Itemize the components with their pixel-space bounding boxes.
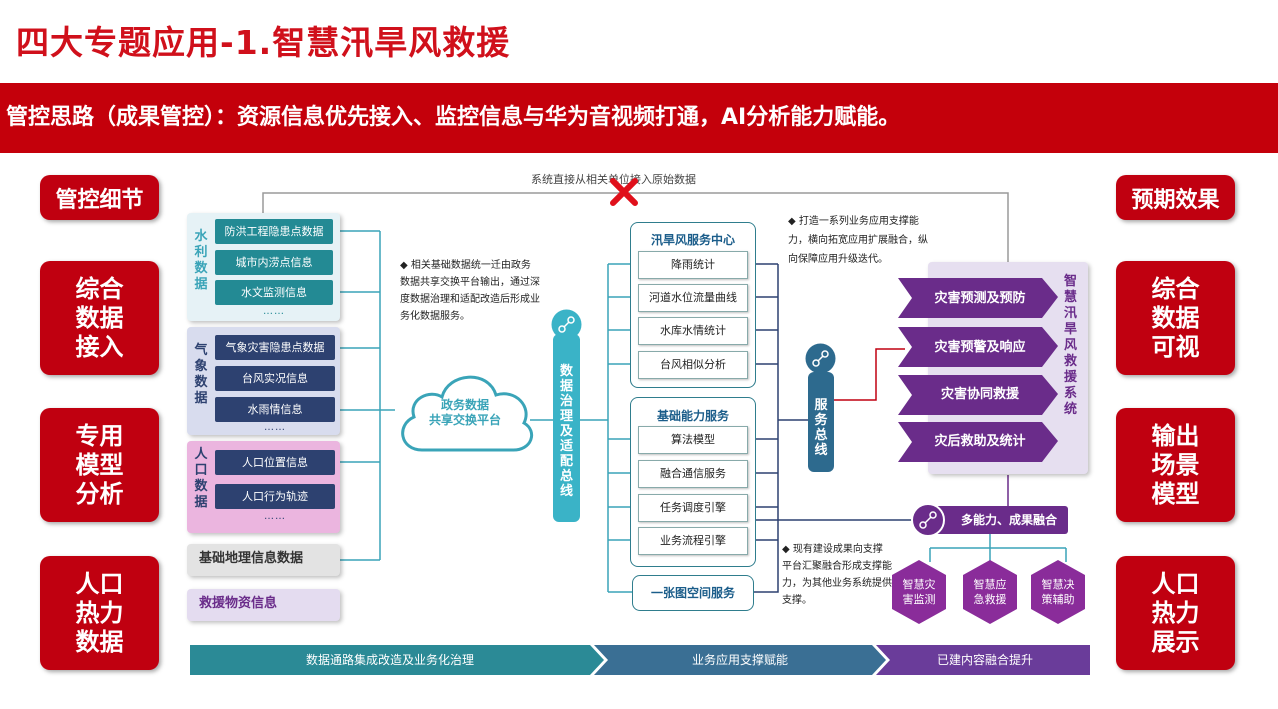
water-data-panel: 水利数据 防洪工程隐患点数据 城市内涝点信息 水文监测信息 …… [187, 213, 340, 321]
hex-item: 智慧应 急救援 [973, 578, 1007, 606]
phase-label: 已建内容融合提升 [936, 653, 1033, 667]
right-header: 预期效果 [1116, 175, 1235, 220]
source-item: 防洪工程隐患点数据 [215, 219, 333, 244]
service-item: 降雨统计 [638, 251, 748, 279]
data-governance-bus: 数据治理及适配总线 [551, 309, 582, 522]
hex-item: 智慧灾 害监测 [902, 578, 936, 606]
note-integration: ◆ 现有建设成果向支撑平台汇聚融合形成支撑能力，为其他业务系统提供支撑。 [782, 541, 892, 609]
source-item: 台风实况信息 [215, 366, 335, 391]
source-item: 人口行为轨迹 [215, 484, 335, 509]
phase-label: 数据通路集成改造及业务化治理 [305, 653, 474, 667]
weather-data-panel: 气象数据 气象灾害隐患点数据 台风实况信息 水雨情信息 …… [187, 327, 340, 435]
more-dots: …… [263, 306, 285, 317]
cloud-label-line1: 政务数据 [440, 398, 489, 412]
geo-data-box: 基础地理信息数据 [187, 544, 340, 576]
flood-service-center: 汛旱风服务中心 降雨统计 河道水位流量曲线 水库水情统计 台风相似分析 [630, 222, 756, 388]
service-header: 汛旱风服务中心 [650, 233, 735, 247]
population-data-label: 人口数据 [194, 447, 208, 510]
note-capability: ◆ 打造一系列业务应用支撑能力，横向拓宽应用扩展融合，纵向保障应用升级迭代。 [788, 212, 928, 269]
service-header: 基础能力服务 [656, 409, 729, 423]
application-arrows [898, 278, 1058, 462]
cross-icon [610, 178, 638, 206]
base-capability-service: 基础能力服务 算法模型 融合通信服务 任务调度引擎 业务流程引擎 [630, 397, 756, 567]
right-item-visual: 综合 数据 可视 [1116, 261, 1235, 375]
service-item: 算法模型 [638, 426, 748, 454]
source-item: 水雨情信息 [215, 397, 335, 422]
cloud-label-line2: 共享交换平台 [428, 413, 501, 427]
bus-label: 数据治理及适配总线 [559, 364, 573, 499]
more-dots: …… [264, 511, 286, 522]
hexagon-group [892, 560, 1085, 624]
weather-data-label: 气象数据 [194, 343, 208, 406]
source-item: 气象灾害隐患点数据 [215, 335, 335, 360]
service-bus: 服务总线 [805, 343, 836, 472]
service-item: 河道水位流量曲线 [638, 284, 748, 312]
note-text: 打造一系列业务应用支撑能力，横向拓宽应用扩展融合，纵向保障应用升级迭代。 [788, 216, 928, 265]
cloud-label: 政务数据 共享交换平台 [420, 398, 510, 428]
note-text: 相关基础数据统一迁由政务数据共享交换平台输出，通过深度数据治理和适配改造后形成业… [400, 260, 540, 322]
app-item: 灾后救助及统计 [934, 434, 1026, 449]
note-data-sharing: ◆ 相关基础数据统一迁由政务数据共享交换平台输出，通过深度数据治理和适配改造后形… [400, 257, 540, 325]
rescue-supplies-box: 救援物资信息 [187, 589, 340, 621]
cloud-icon [401, 375, 534, 452]
source-item: 城市内涝点信息 [215, 250, 333, 275]
hex-item: 智慧决 策辅助 [1041, 578, 1075, 606]
more-dots: …… [264, 422, 286, 433]
app-item: 灾害协同救援 [940, 387, 1019, 402]
service-item: 水库水情统计 [638, 317, 748, 345]
bullet-icon: ◆ [788, 216, 796, 227]
source-item: 水文监测信息 [215, 280, 333, 305]
left-item-population-data: 人口 热力 数据 [40, 556, 159, 670]
service-item: 业务流程引擎 [638, 527, 748, 555]
bullet-icon: ◆ [782, 544, 790, 555]
source-item: 人口位置信息 [215, 450, 335, 475]
left-item-model-analysis: 专用 模型 分析 [40, 408, 159, 522]
app-item: 灾害预测及预防 [934, 291, 1026, 306]
fusion-bar: 多能力、成果融合 [922, 506, 1068, 534]
app-item: 灾害预警及响应 [934, 340, 1026, 355]
page-title: 四大专题应用-1.智慧汛旱风救援 [16, 23, 511, 62]
service-item: 融合通信服务 [638, 460, 748, 488]
service-item: 台风相似分析 [638, 351, 748, 379]
bus-node-icon [551, 309, 582, 340]
map-service-box: 一张图空间服务 [632, 575, 754, 611]
right-item-population-display: 人口 热力 展示 [1116, 556, 1235, 670]
right-item-scene-model: 输出 场景 模型 [1116, 408, 1235, 522]
left-header: 管控细节 [40, 175, 159, 220]
system-label: 智慧汛旱风救援系统 [1064, 274, 1078, 417]
water-data-label: 水利数据 [194, 229, 208, 292]
bus-label: 服务总线 [814, 398, 828, 458]
bus-node-icon [805, 343, 836, 374]
population-data-panel: 人口数据 人口位置信息 人口行为轨迹 …… [187, 441, 340, 533]
service-item: 任务调度引擎 [638, 494, 748, 522]
fusion-node-icon [911, 503, 945, 537]
left-item-data-access: 综合 数据 接入 [40, 261, 159, 375]
banner: 管控思路（成果管控）：资源信息优先接入、监控信息与华为音视频打通，AI分析能力赋… [0, 83, 1278, 153]
fusion-label: 多能力、成果融合 [960, 513, 1057, 527]
bottom-chevrons [190, 645, 1090, 675]
bullet-icon: ◆ [400, 260, 408, 271]
phase-label: 业务应用支撑赋能 [691, 653, 788, 667]
note-text: 现有建设成果向支撑平台汇聚融合形成支撑能力，为其他业务系统提供支撑。 [782, 544, 892, 606]
